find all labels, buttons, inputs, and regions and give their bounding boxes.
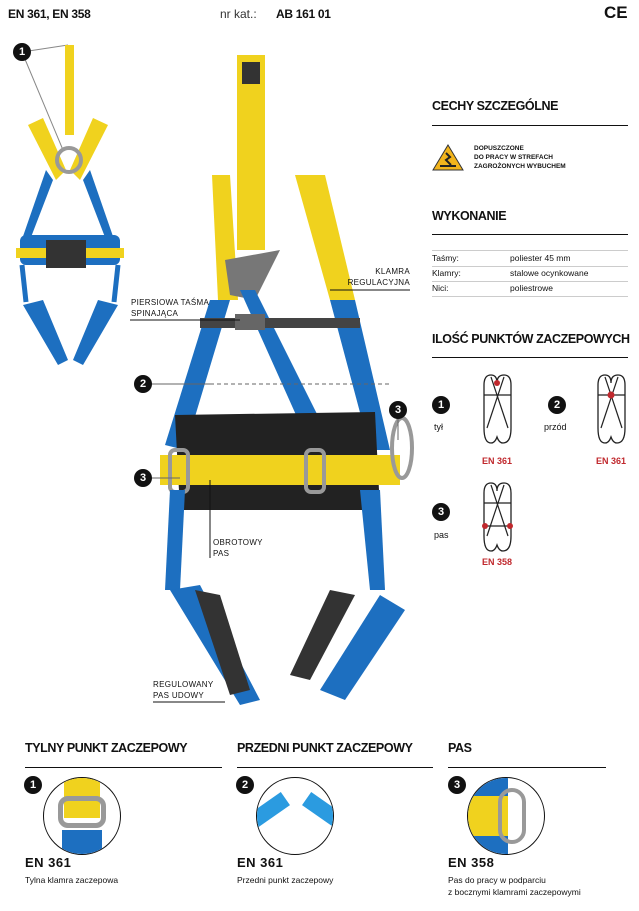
table-line xyxy=(432,281,628,282)
anchor-badge-1: 1 xyxy=(432,396,450,414)
callout-adjust-buckle: KLAMRA REGULACYJNA xyxy=(340,266,410,288)
table-line xyxy=(432,250,628,251)
anchor-label: przód xyxy=(544,422,567,432)
anchor-dot xyxy=(607,391,615,399)
callout-chest-strap: PIERSIOWA TAŚMA SPINAJĄCA xyxy=(131,297,209,319)
row-label: Nici: xyxy=(432,283,449,293)
row-value: poliester 45 mm xyxy=(510,253,571,263)
divider xyxy=(432,234,628,235)
callout-badge-1: 1 xyxy=(13,43,31,61)
anchor-dot xyxy=(482,523,488,529)
detail-image-belt xyxy=(467,777,545,855)
detail-image-front xyxy=(256,777,334,855)
catalog-number: AB 161 01 xyxy=(276,7,331,21)
callout-rotating-belt: OBROTOWY PAS xyxy=(213,537,263,559)
harness-diagram-belt xyxy=(482,482,513,552)
detail-desc-line: z bocznymi klamrami zaczepowymi xyxy=(448,887,581,897)
detail-desc: Tylna klamra zaczepowa xyxy=(25,874,118,886)
detail-desc: Pas do pracy w podparciu z bocznymi klam… xyxy=(448,874,581,898)
callout-text: REGULACYJNA xyxy=(347,278,410,287)
anchor-points-title: ILOŚĆ PUNKTÓW ZACZEPOWYCH xyxy=(432,332,630,346)
detail-desc-line: Pas do pracy w podparciu xyxy=(448,875,546,885)
detail-badge-3: 3 xyxy=(448,776,466,794)
callout-text: PAS UDOWY xyxy=(153,691,205,700)
detail-title-back: TYLNY PUNKT ZACZEPOWY xyxy=(25,741,188,755)
features-line: DO PRACY W STREFACH xyxy=(474,154,553,161)
ce-mark: CE xyxy=(604,3,628,22)
standards-label: EN 361, EN 358 xyxy=(8,7,91,21)
construction-title: WYKONANIE xyxy=(432,209,507,223)
callout-text: PAS xyxy=(213,549,230,558)
features-text: DOPUSZCZONE DO PRACY W STREFACH ZAGROŻON… xyxy=(474,144,566,171)
callout-text: KLAMRA xyxy=(375,267,410,276)
explosion-warning-icon xyxy=(432,144,464,171)
harness-diagram-back xyxy=(483,374,512,444)
divider xyxy=(237,767,433,768)
divider xyxy=(25,767,222,768)
callout-text: PIERSIOWA TAŚMA xyxy=(131,298,210,307)
row-value: poliestrowe xyxy=(510,283,553,293)
divider xyxy=(432,357,628,358)
callout-text: REGULOWANY xyxy=(153,680,214,689)
detail-title-belt: PAS xyxy=(448,741,472,755)
detail-standard: EN 358 xyxy=(448,855,495,870)
anchor-badge-2: 2 xyxy=(548,396,566,414)
anchor-dot xyxy=(507,523,513,529)
harness-diagram-front xyxy=(597,374,626,444)
row-label: Klamry: xyxy=(432,268,461,278)
detail-badge-1: 1 xyxy=(24,776,42,794)
row-value: stalowe ocynkowane xyxy=(510,268,589,278)
detail-badge-2: 2 xyxy=(236,776,254,794)
table-line xyxy=(432,296,628,297)
divider xyxy=(448,767,606,768)
callout-text: OBROTOWY xyxy=(213,538,263,547)
callout-badge-3-side: 3 xyxy=(389,401,407,419)
anchor-dot xyxy=(494,380,500,386)
catalog-label: nr kat.: xyxy=(220,7,257,21)
callout-text: SPINAJĄCA xyxy=(131,309,179,318)
anchor-label: pas xyxy=(434,530,449,540)
anchor-standard: EN 361 xyxy=(482,456,513,466)
detail-desc: Przedni punkt zaczepowy xyxy=(237,874,333,886)
features-title: CECHY SZCZEGÓLNE xyxy=(432,99,559,113)
detail-title-front: PRZEDNI PUNKT ZACZEPOWY xyxy=(237,741,413,755)
anchor-standard: EN 361 xyxy=(596,456,627,466)
features-line: ZAGROŻONYCH WYBUCHEM xyxy=(474,163,566,170)
anchor-standard: EN 358 xyxy=(482,557,513,567)
detail-standard: EN 361 xyxy=(25,855,72,870)
anchor-label: tył xyxy=(434,422,443,432)
callout-badge-3: 3 xyxy=(134,469,152,487)
callout-badge-2: 2 xyxy=(134,375,152,393)
anchor-badge-3: 3 xyxy=(432,503,450,521)
detail-desc-line: Tylna klamra zaczepowa xyxy=(25,875,119,885)
callout-leg-strap: REGULOWANY PAS UDOWY xyxy=(153,679,214,701)
detail-desc-line: Przedni punkt zaczepowy xyxy=(237,875,334,885)
table-line xyxy=(432,266,628,267)
harness-back-image xyxy=(16,44,124,365)
detail-image-back xyxy=(43,777,121,855)
detail-standard: EN 361 xyxy=(237,855,284,870)
harness-main-image xyxy=(160,55,414,705)
row-label: Taśmy: xyxy=(432,253,459,263)
features-line: DOPUSZCZONE xyxy=(474,145,524,152)
divider xyxy=(432,125,628,126)
